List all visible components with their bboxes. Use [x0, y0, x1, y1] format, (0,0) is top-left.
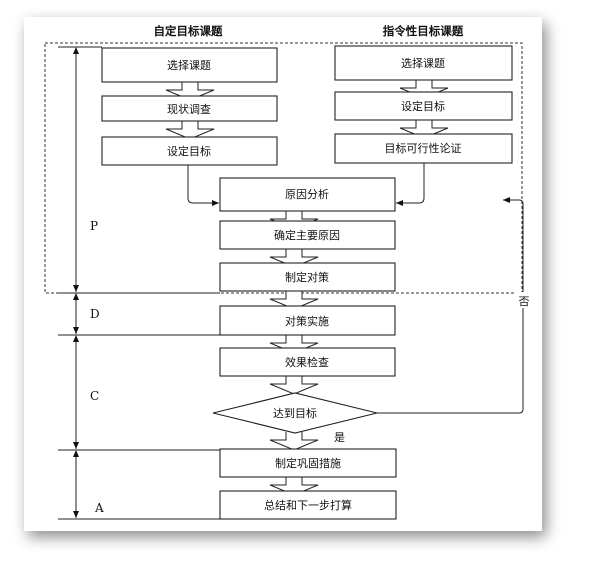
step-cause-analysis	[219, 177, 396, 212]
feedback-no-arrow	[377, 197, 524, 414]
heading-self-defined-topic: 自定目标课题	[154, 24, 223, 38]
right-step-set-goal	[334, 91, 513, 121]
right-step-label: 设定目标	[401, 99, 445, 113]
left-step-survey	[101, 95, 278, 122]
final-step-label: 制定巩固措施	[275, 456, 341, 470]
right-step-select-topic	[334, 45, 513, 81]
center-step-label: 对策实施	[285, 314, 329, 328]
decision-label: 达到目标	[273, 406, 317, 420]
plan-dashed-region	[44, 42, 523, 294]
decision-no-label: 否	[519, 295, 530, 308]
phase-label-d: D	[90, 307, 100, 321]
connector-left-to-analysis	[187, 165, 219, 206]
step-consolidation	[219, 448, 397, 478]
right-step-label: 目标可行性论证	[385, 141, 462, 155]
right-step-label: 选择课题	[401, 56, 445, 70]
left-step-label: 设定目标	[167, 144, 211, 158]
step-main-causes	[219, 220, 396, 250]
center-step-label: 效果检查	[285, 355, 329, 369]
step-check-effect	[219, 347, 396, 377]
final-step-label: 总结和下一步打算	[264, 498, 352, 512]
left-step-set-goal	[101, 136, 278, 166]
center-step-label: 原因分析	[285, 187, 329, 201]
heading-directive-topic: 指令性目标课题	[383, 24, 464, 38]
step-summary-next	[219, 490, 397, 520]
left-step-select-topic	[101, 47, 278, 83]
left-step-label: 现状调查	[167, 102, 211, 116]
left-step-label: 选择课题	[167, 58, 211, 72]
phase-label-c: C	[90, 389, 99, 403]
step-countermeasures	[219, 262, 396, 292]
phase-label-a: A	[94, 501, 104, 515]
center-step-label: 制定对策	[285, 270, 329, 284]
connector-right-to-analysis	[396, 163, 425, 206]
phase-label-p: P	[90, 219, 98, 233]
decision-yes-label: 是	[334, 431, 345, 444]
right-step-feasibility	[334, 133, 513, 164]
phase-scale	[58, 46, 220, 520]
step-implement	[219, 305, 396, 336]
center-step-label: 确定主要原因	[274, 228, 340, 242]
